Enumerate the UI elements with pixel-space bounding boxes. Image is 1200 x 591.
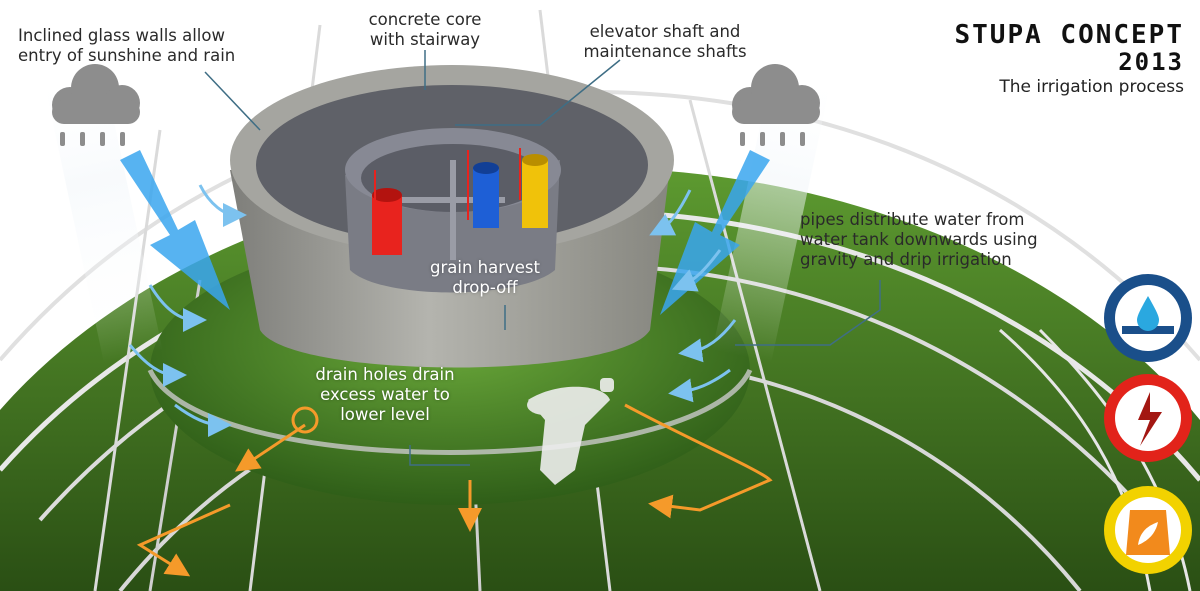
title-line-2: 2013 — [1118, 48, 1184, 76]
title-line-1: STUPA CONCEPT — [954, 20, 1184, 50]
drain-arrows — [136, 403, 773, 577]
farmer-silhouette-icon — [527, 378, 614, 485]
water-flow-arrows — [128, 184, 737, 437]
lightning-icon — [1104, 374, 1192, 462]
label-concrete-core: concrete core with stairway — [368, 10, 482, 49]
grain-bag-icon — [1104, 486, 1192, 574]
label-pipes: pipes distribute water from water tank d… — [800, 210, 1038, 269]
label-elevator-shafts: elevator shaft and maintenance shafts — [583, 22, 747, 61]
water-drop-icon — [1104, 274, 1192, 362]
concrete-core — [230, 65, 674, 368]
light-beam-left — [41, 56, 163, 363]
subtitle: The irrigation process — [999, 77, 1184, 97]
drain-hole-marker — [291, 406, 319, 434]
label-grain-drop-off: grain harvest drop-off — [430, 258, 540, 297]
label-glass-walls: Inclined glass walls allow entry of suns… — [18, 26, 236, 65]
leader-lines — [204, 50, 881, 466]
cloud-rain-icon-left — [52, 64, 140, 146]
cloud-rain-icon-right — [732, 64, 820, 146]
rain-arrow-left — [120, 150, 230, 310]
shafts — [372, 148, 548, 255]
label-drain-holes: drain holes drain excess water to lower … — [315, 365, 455, 424]
